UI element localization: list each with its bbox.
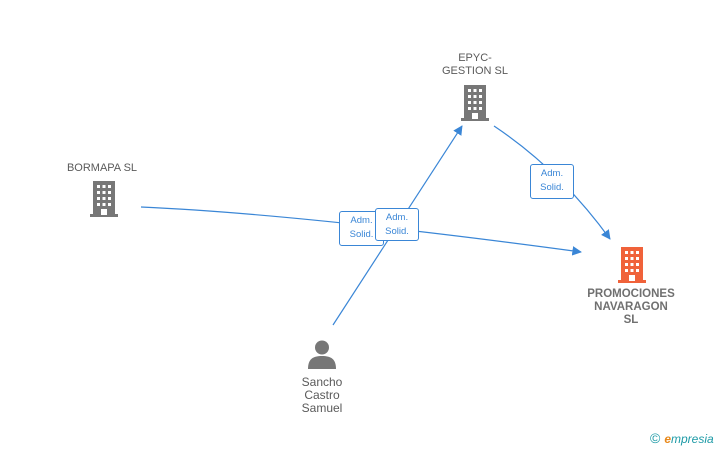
node-label-promociones[interactable]: PROMOCIONES NAVARAGON SL [587,288,675,326]
edge-label-sancho-epyc[interactable]: Adm. Solid. [375,208,419,241]
person-icon[interactable] [307,339,337,369]
edge-label-epyc-promociones[interactable]: Adm. Solid. [530,164,574,199]
building-icon[interactable] [617,247,647,283]
building-icon[interactable] [89,181,119,217]
empresia-logo: ©empresia [650,430,714,446]
node-label-bormapa[interactable]: BORMAPA SL [66,162,138,174]
building-icon[interactable] [460,85,490,121]
node-label-sancho[interactable]: Sancho Castro Samuel [301,375,343,415]
brand-name: mpresia [671,432,714,446]
copyright-symbol: © [650,430,661,446]
node-label-epyc[interactable]: EPYC- GESTION SL [441,52,509,77]
brand-e: e [664,432,672,446]
edge-bormapa-promociones [140,206,582,256]
